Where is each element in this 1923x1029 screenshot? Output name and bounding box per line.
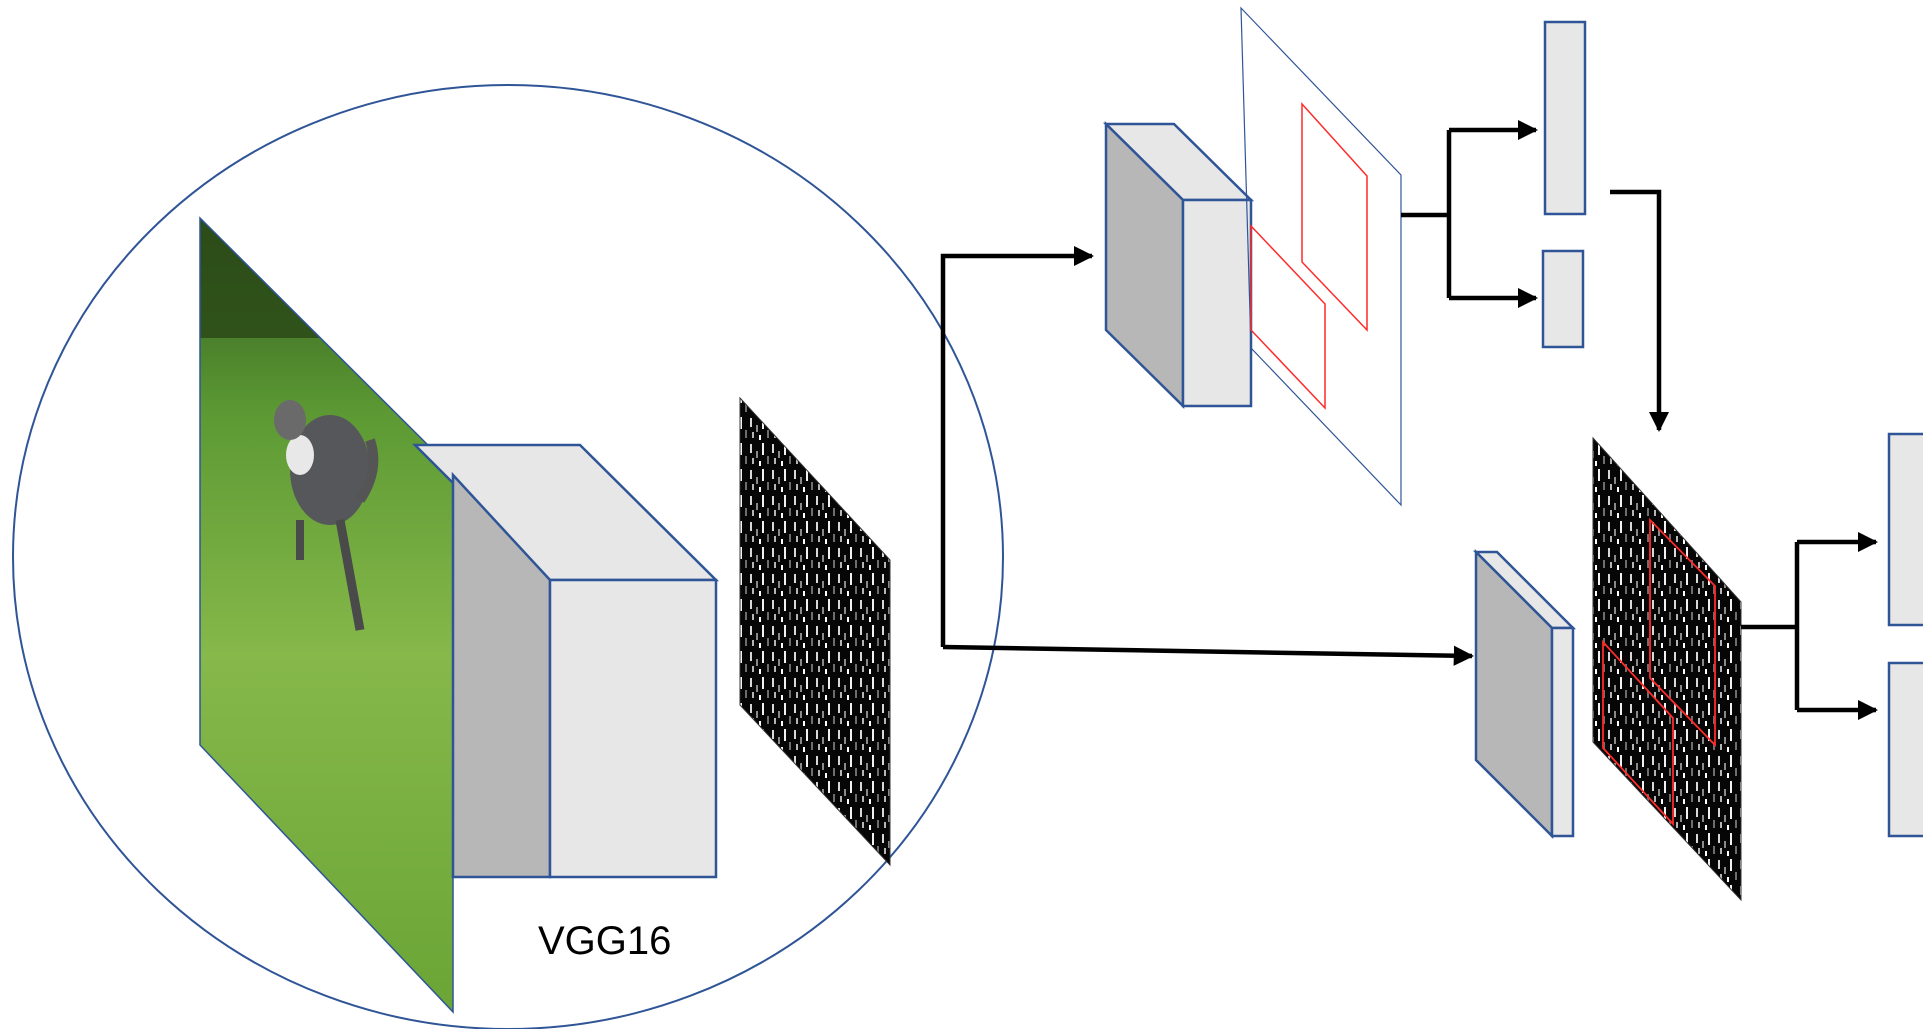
detection-bbox-output: [1887, 432, 1923, 627]
roi-feature-map: [1592, 436, 1742, 902]
backbone-label: VGG16: [538, 919, 671, 963]
rpn-objectness-output: [1541, 249, 1585, 349]
detection-head-arrows: [1741, 531, 1879, 721]
rpn-head-arrows: [1401, 119, 1539, 309]
proposal-arrow: [1610, 189, 1670, 433]
rpn-box-regression-output: [1543, 20, 1587, 216]
vgg16-conv-block: [411, 443, 720, 879]
branch-arrows: [940, 245, 1475, 666]
detection-conv-block: [1472, 548, 1577, 840]
detection-class-output: [1887, 661, 1923, 838]
input-image: [199, 216, 454, 1014]
backbone-circle: [12, 84, 1004, 1029]
rpn-anchor-plane: [1240, 6, 1402, 507]
rpn-conv-block: [1102, 121, 1255, 409]
backbone-feature-map: [739, 396, 891, 867]
